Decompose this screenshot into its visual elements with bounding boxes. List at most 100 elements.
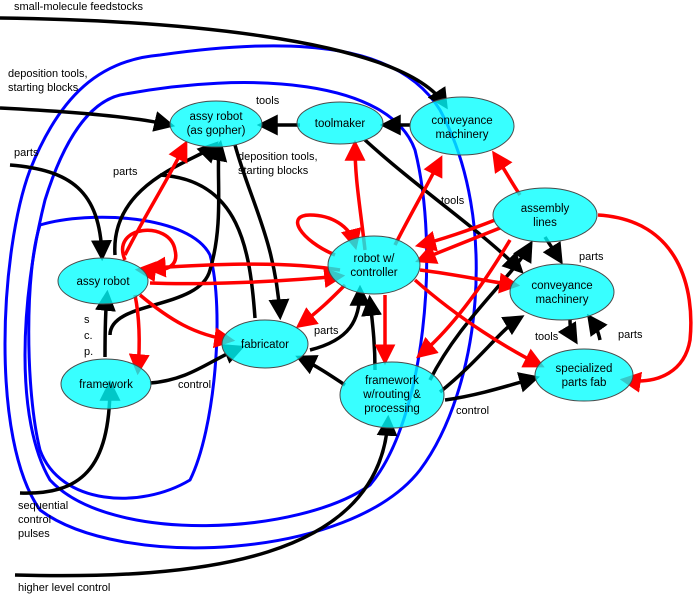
node-assy-robot: assy robot bbox=[57, 257, 149, 305]
node-label-line: machinery bbox=[535, 294, 588, 306]
arrow-toolmaker-conveyance-right bbox=[363, 138, 524, 274]
annotations: small-molecule feedstocks deposition too… bbox=[8, 1, 643, 594]
blue-loop-middle bbox=[23, 81, 429, 528]
arrow-assembly-conveyance-top bbox=[492, 150, 522, 196]
arrow-fabricator-loop bbox=[159, 173, 257, 319]
node-conveyance-right: conveyance machinery bbox=[509, 263, 615, 321]
arrow-specialized-conveyance bbox=[586, 313, 608, 341]
node-framework-routing: framework w/routing & processing bbox=[339, 361, 445, 429]
blue-loop-inner bbox=[27, 215, 219, 500]
arrow-routing-assembly bbox=[428, 240, 533, 381]
arrow-routing-fabricator bbox=[295, 355, 346, 387]
node-label-line: lines bbox=[533, 217, 557, 229]
label-tools-top: tools bbox=[256, 95, 280, 107]
arrow-routing-robot bbox=[361, 294, 383, 371]
label-parts-far-right: parts bbox=[618, 329, 643, 341]
arrow-robot-assy bbox=[144, 256, 341, 278]
arrow-robot-conveyance-right bbox=[419, 268, 521, 294]
label-deposition-input: starting blocks bbox=[8, 82, 79, 94]
arrow-feedstocks bbox=[0, 16, 448, 110]
node-label-line: fabricator bbox=[241, 339, 289, 351]
node-label-line: parts fab bbox=[562, 377, 607, 389]
label-scp: s bbox=[84, 314, 90, 326]
svg-text:assy robot(as gopher): assy robot(as gopher) bbox=[187, 111, 246, 137]
arrow-assembly-robot-2 bbox=[415, 226, 501, 264]
label-sequential: sequential bbox=[18, 500, 68, 512]
arrow-routing-conveyance bbox=[438, 315, 525, 394]
arrow-robot-specialized bbox=[413, 278, 545, 368]
arrow-sequential-control bbox=[19, 379, 121, 495]
node-label-line: specialized bbox=[556, 363, 613, 375]
node-label-line: conveyance bbox=[431, 115, 492, 127]
arrow-assembly-robot-1 bbox=[414, 218, 496, 252]
node-label-line: framework bbox=[79, 379, 133, 391]
label-feedstocks: small-molecule feedstocks bbox=[14, 1, 143, 13]
label-tools-right: tools bbox=[535, 331, 559, 343]
label-parts-input: parts bbox=[14, 147, 39, 159]
label-parts-fabricator: parts bbox=[314, 325, 339, 337]
arrow-fabricator-robot bbox=[309, 284, 371, 352]
label-scp: p. bbox=[84, 346, 93, 358]
node-conveyance-top: conveyance machinery bbox=[409, 96, 515, 156]
node-label-line: w/routing & bbox=[362, 389, 421, 401]
arrow-robot-selfloop bbox=[296, 213, 362, 257]
node-label-line: assembly bbox=[521, 203, 570, 215]
node-toolmaker: toolmaker bbox=[296, 101, 384, 145]
label-sequential: control bbox=[18, 514, 51, 526]
arrow-assy-framework bbox=[128, 294, 150, 376]
label-control-framework: control bbox=[178, 379, 211, 391]
node-label-line: processing bbox=[364, 403, 420, 415]
arrow-gopher-fabricator bbox=[233, 144, 290, 321]
arrow-assembly-routing bbox=[415, 239, 512, 359]
svg-text:toolmaker: toolmaker bbox=[315, 118, 366, 130]
svg-text:robot w/controller: robot w/controller bbox=[350, 253, 397, 279]
node-label-line: robot w/ bbox=[354, 253, 396, 265]
arrow-deposition-in bbox=[0, 106, 176, 132]
label-deposition-mid: starting blocks bbox=[238, 165, 309, 177]
arrow-framework-gopher bbox=[108, 139, 228, 336]
label-parts-mid: parts bbox=[113, 166, 138, 178]
node-robot-controller: robot w/controller bbox=[327, 235, 421, 295]
node-framework: framework bbox=[60, 358, 152, 410]
label-scp: c. bbox=[84, 330, 93, 342]
node-label-line: toolmaker bbox=[315, 118, 366, 130]
label-sequential: pulses bbox=[18, 528, 50, 540]
svg-text:assy robot: assy robot bbox=[76, 276, 130, 288]
arrow-robot-fabricator bbox=[295, 283, 347, 329]
arrow-assembly-specialized bbox=[597, 213, 693, 393]
arrow-robot-conveyance bbox=[393, 155, 443, 246]
arrow-assy-fabricator bbox=[138, 293, 236, 349]
label-control-routing: control bbox=[456, 405, 489, 417]
arrow-loop-gopher bbox=[113, 141, 219, 256]
arrow-routing-specialized bbox=[444, 372, 541, 402]
svg-text:fabricator: fabricator bbox=[241, 339, 289, 351]
node-label-line: framework bbox=[365, 375, 419, 387]
red-arrows bbox=[120, 139, 693, 393]
label-tools-mid: tools bbox=[441, 195, 465, 207]
node-fabricator: fabricator bbox=[221, 319, 309, 369]
node-label-line: machinery bbox=[435, 129, 488, 141]
node-assembly-lines: assembly lines bbox=[492, 187, 598, 243]
label-deposition-input: deposition tools, bbox=[8, 68, 88, 80]
label-higher-level: higher level control bbox=[18, 582, 110, 594]
node-assy-robot-gopher: assy robot(as gopher) bbox=[169, 100, 263, 148]
node-label-line: conveyance bbox=[531, 280, 592, 292]
node-specialized-fab: specialized parts fab bbox=[534, 348, 634, 402]
arrow-higher-level bbox=[14, 414, 398, 578]
node-label-line: assy robot bbox=[76, 276, 130, 288]
arrow-assy-robot bbox=[149, 267, 346, 289]
arrow-conveyance-specialized bbox=[557, 319, 578, 345]
label-deposition-mid: deposition tools, bbox=[238, 151, 318, 163]
label-parts-right: parts bbox=[579, 251, 604, 263]
arrow-robot-toolmaker bbox=[344, 139, 367, 251]
svg-text:framework: framework bbox=[79, 379, 133, 391]
arrow-parts-in bbox=[9, 163, 113, 262]
blue-loop-outer bbox=[3, 44, 478, 550]
node-label-line: (as gopher) bbox=[187, 125, 246, 137]
